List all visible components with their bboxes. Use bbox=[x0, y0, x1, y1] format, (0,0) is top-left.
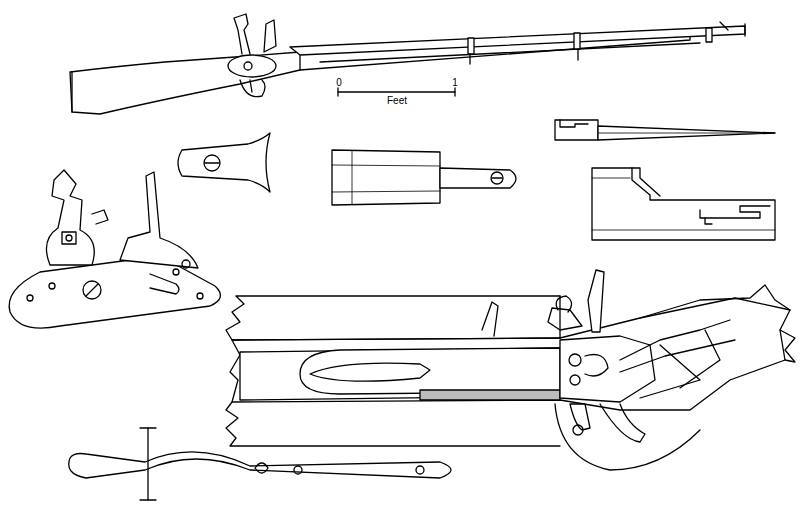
scale-unit: Feet bbox=[387, 96, 407, 106]
trigger-guard bbox=[69, 428, 451, 500]
lock-plate bbox=[9, 170, 220, 328]
butt-tang bbox=[178, 133, 270, 192]
scale-number: 0 bbox=[336, 78, 342, 88]
scale-number: 1 bbox=[452, 78, 458, 88]
ramrod-pipe bbox=[332, 150, 516, 205]
lock-cutaway bbox=[226, 270, 795, 470]
musket-side-view bbox=[70, 14, 745, 114]
bayonet bbox=[555, 120, 775, 240]
scale-bar bbox=[338, 88, 455, 96]
